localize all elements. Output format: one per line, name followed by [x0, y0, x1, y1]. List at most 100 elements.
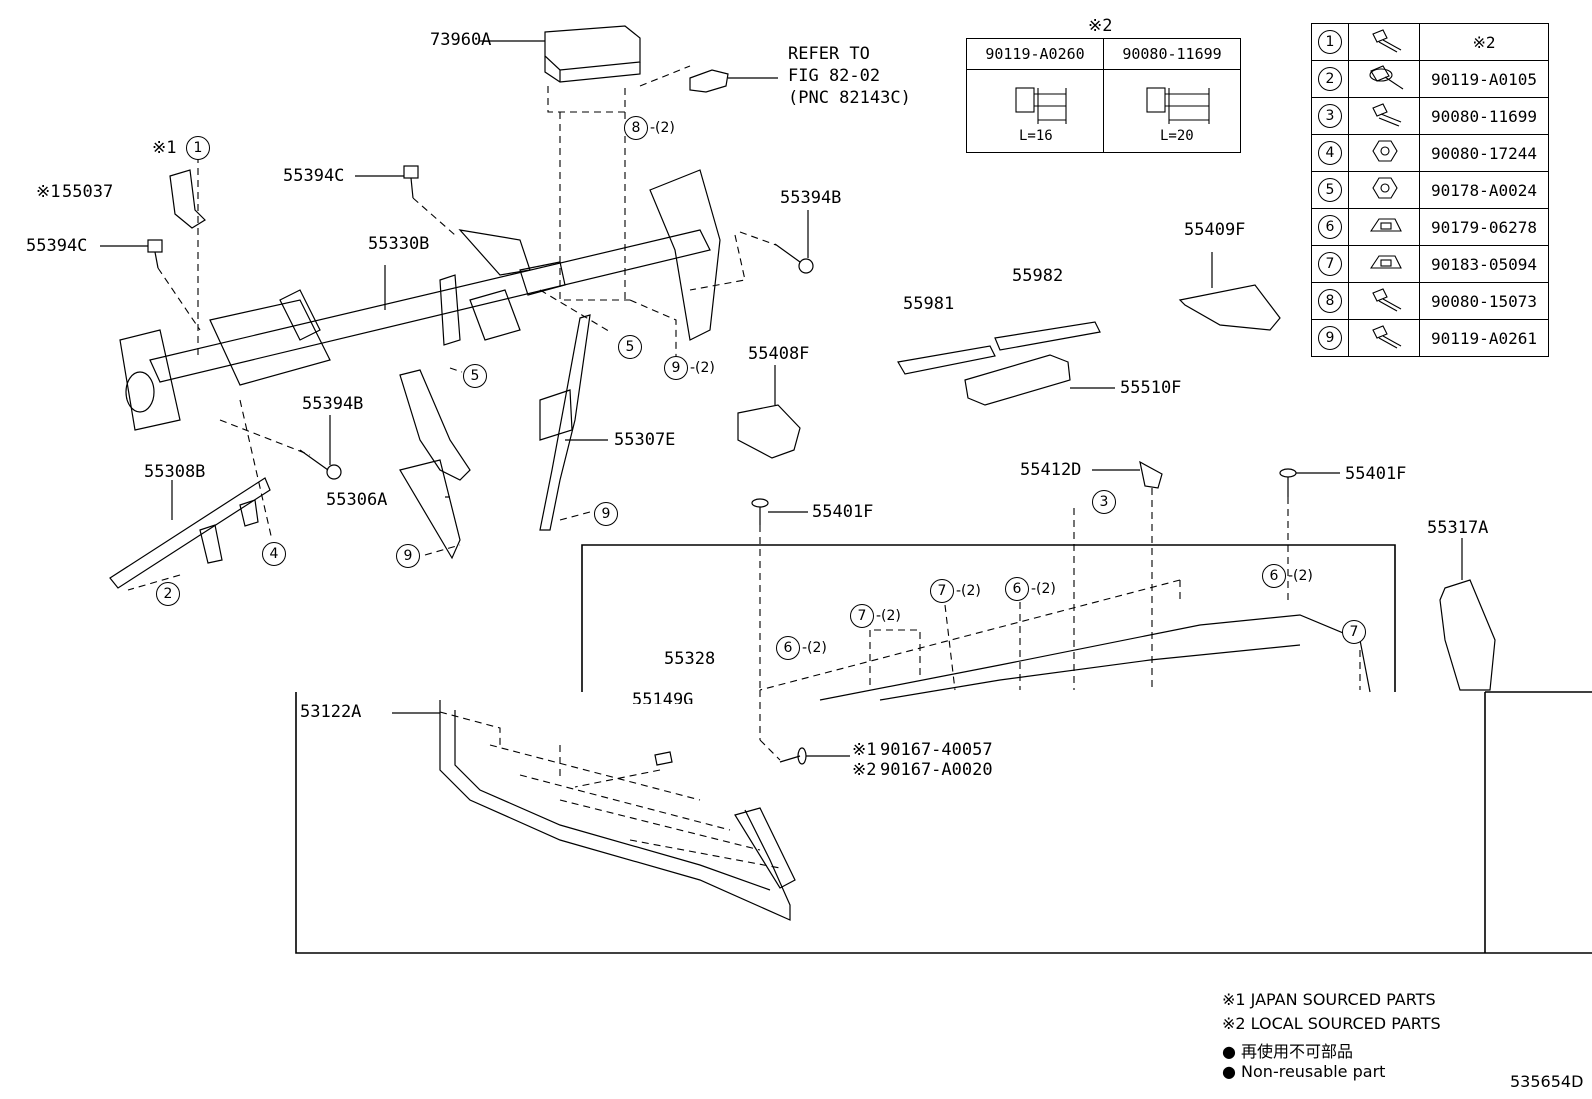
qty-6-a: -(2)	[802, 640, 827, 656]
fastener-part: 90080-15073	[1419, 282, 1549, 320]
label-55328: 55328	[664, 649, 716, 669]
bolt-part-2: 90080-11699	[1103, 38, 1241, 70]
callout-6-a: 6	[776, 636, 800, 660]
assembly-lines	[127, 65, 1361, 869]
clip-55401F-b	[1279, 468, 1340, 497]
fastener-row: 1 ※2	[1311, 23, 1549, 61]
mark-2-clip: ※2	[852, 760, 877, 780]
fastener-icon-cell	[1348, 23, 1420, 61]
callout-5-a: 5	[618, 335, 642, 359]
fastener-no: 8	[1311, 282, 1349, 320]
clip-nut-icon	[1369, 218, 1402, 232]
bolt-length-cell-1: L=16	[966, 69, 1104, 153]
fastener-no: 7	[1311, 245, 1349, 283]
part-55510F-shape	[964, 354, 1071, 406]
label-55307E: 55307E	[614, 430, 676, 450]
refer-line-3: (PNC 82143C)	[788, 88, 911, 108]
part-55037-shape	[169, 169, 206, 229]
bolt-length-1: L=16	[1019, 128, 1053, 144]
note-local-sourced: ※2 LOCAL SOURCED PARTS	[1222, 1014, 1441, 1033]
callout-6-b: 6	[1005, 577, 1029, 601]
part-55981-shape	[897, 345, 996, 375]
callout-9-a: 9	[664, 356, 688, 380]
part-55409F-shape	[1178, 284, 1281, 331]
callout-3: 3	[1092, 490, 1116, 514]
fastener-icon-cell	[1348, 134, 1420, 172]
fastener-row: 9 90119-A0261	[1311, 319, 1549, 357]
label-55401F-a: 55401F	[812, 502, 874, 522]
label-53122A: 53122A	[300, 702, 362, 722]
fastener-no: 2	[1311, 60, 1349, 98]
bolt-length-cell-2: L=20	[1103, 69, 1241, 153]
fastener-no-circle: 5	[1318, 178, 1342, 202]
clip-55401F-a	[751, 498, 808, 525]
fastener-icon-cell	[1348, 208, 1420, 246]
fastener-no-circle: 4	[1318, 141, 1342, 165]
label-55037: 55037	[62, 182, 114, 202]
fastener-part: 90080-17244	[1419, 134, 1549, 172]
mark-1-clip: ※1	[852, 740, 877, 760]
label-55982: 55982	[1012, 266, 1064, 286]
clip-90167-shape	[779, 747, 850, 765]
bolt-length-2: L=20	[1160, 128, 1194, 144]
label-55408F: 55408F	[748, 344, 810, 364]
bolt-icon	[1146, 87, 1210, 124]
label-55510F: 55510F	[1120, 378, 1182, 398]
note-non-reusable-jp: ● 再使用不可部品	[1222, 1042, 1354, 1061]
fastener-icon-cell	[1348, 245, 1420, 283]
fastener-no: 1	[1311, 23, 1349, 61]
label-73960A: 73960A	[430, 30, 492, 50]
dashboard-upper-panel	[819, 614, 1371, 701]
fastener-icon-cell	[1348, 319, 1420, 357]
nut-icon	[1372, 177, 1398, 199]
label-55409F: 55409F	[1184, 220, 1246, 240]
fastener-row: 7 90183-05094	[1311, 245, 1549, 283]
refer-line-2: FIG 82-02	[788, 66, 881, 86]
note-japan-sourced: ※1 JAPAN SOURCED PARTS	[1222, 990, 1436, 1009]
fastener-part: 90080-11699	[1419, 97, 1549, 135]
callout-7-c: 7	[1342, 620, 1366, 644]
callout-9-c: 9	[396, 544, 420, 568]
label-55317A: 55317A	[1427, 518, 1489, 538]
fastener-part: 90183-05094	[1419, 245, 1549, 283]
label-55981: 55981	[903, 294, 955, 314]
fastener-icon-cell	[1348, 60, 1420, 98]
fastener-no-circle: 9	[1318, 326, 1342, 350]
bolt-length-table: 90119-A0260 90080-11699 L=16 L=20	[966, 38, 1241, 153]
fastener-part: ※2	[1419, 23, 1549, 61]
bolt-55394B-right	[774, 210, 814, 274]
part-55317A-shape	[1439, 579, 1496, 691]
part-55308B-shape	[109, 477, 271, 589]
fastener-no-circle: 7	[1318, 252, 1342, 276]
fastener-part: 90119-A0261	[1419, 319, 1549, 357]
part-55306A-shape	[399, 369, 471, 560]
label-55306A: 55306A	[326, 490, 388, 510]
label-55394C-left: 55394C	[26, 236, 88, 256]
fastener-part: 90179-06278	[1419, 208, 1549, 246]
label-55394C-top: 55394C	[283, 166, 345, 186]
callout-4: 4	[262, 542, 286, 566]
fastener-no: 5	[1311, 171, 1349, 209]
part-55330B-beam	[119, 169, 721, 431]
callout-1: 1	[186, 136, 210, 160]
fastener-no-circle: 6	[1318, 215, 1342, 239]
bolt-icon	[1372, 29, 1402, 53]
label-55412D: 55412D	[1020, 460, 1082, 480]
fastener-icon-cell	[1348, 282, 1420, 320]
flange-bolt-icon	[1369, 65, 1404, 90]
nut-icon	[1372, 140, 1398, 162]
label-55394B-right: 55394B	[780, 188, 842, 208]
screw-icon	[1372, 103, 1402, 127]
callout-2: 2	[156, 582, 180, 606]
part-55412D-shape	[1139, 460, 1163, 489]
fastener-icon-cell	[1348, 171, 1420, 209]
label-55330B: 55330B	[368, 234, 430, 254]
bolt-55394C-left	[100, 239, 163, 269]
qty-6-c: -(2)	[1288, 568, 1313, 584]
mark-1-55037: ※1	[36, 182, 61, 202]
note-non-reusable-en: ● Non-reusable part	[1222, 1062, 1386, 1081]
fastener-row: 8 90080-15073	[1311, 282, 1549, 320]
